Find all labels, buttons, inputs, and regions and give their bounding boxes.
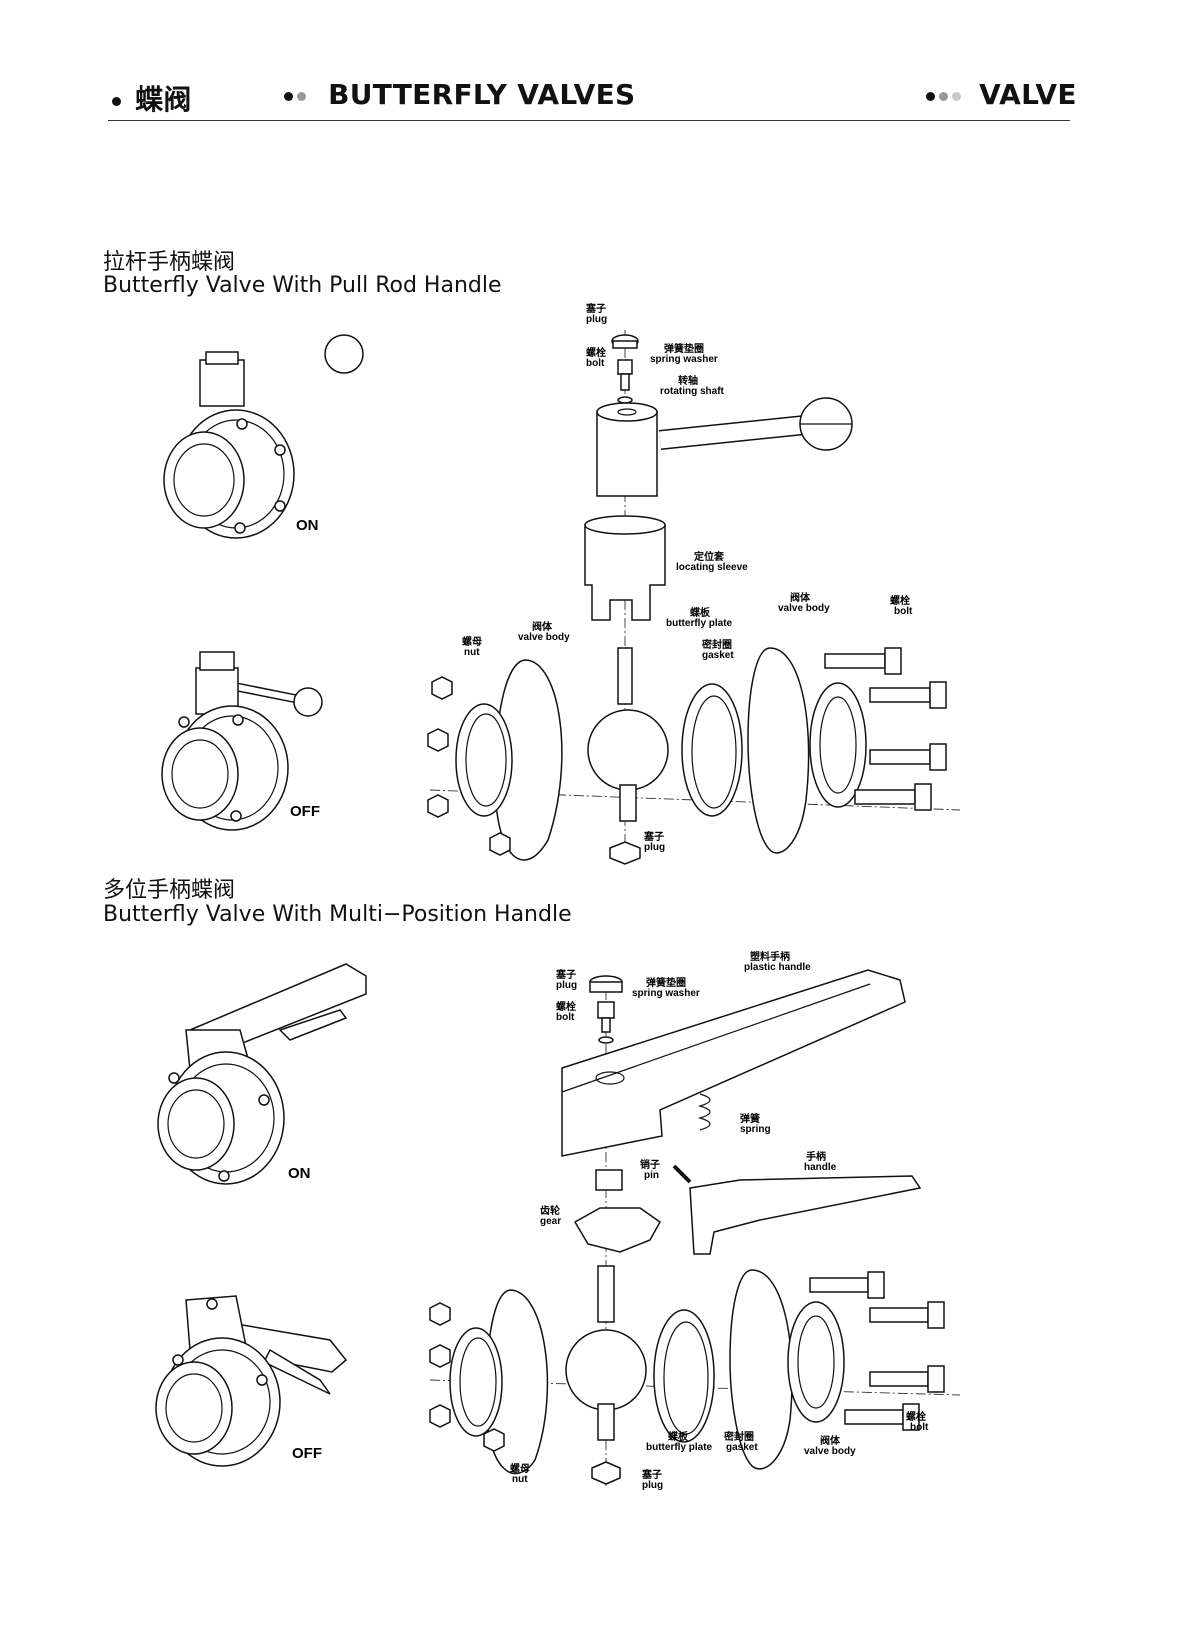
valve-pull-rod-off-drawing bbox=[161, 651, 323, 831]
callout-butterfly-plate: 蝶板 bbox=[690, 606, 711, 619]
callout-plug-bottom-en: plug bbox=[644, 842, 665, 853]
callout-bolt-right: 螺栓 bbox=[890, 594, 910, 607]
callout-locating-sleeve-en: locating sleeve bbox=[676, 562, 748, 573]
callout-rotating-shaft: 转轴 bbox=[678, 374, 698, 387]
callout-spring-washer-en: spring washer bbox=[650, 354, 718, 365]
callout-bolt-2-en: bolt bbox=[556, 1012, 575, 1023]
callout-nut: 螺母 bbox=[462, 635, 482, 648]
callout-nut-2: 螺母 bbox=[510, 1462, 530, 1475]
bullet-dot bbox=[952, 91, 961, 101]
header-en-text: BUTTERFLY VALVES bbox=[328, 78, 636, 111]
callout-plug-bottom-2: 塞子 bbox=[642, 1468, 662, 1481]
header-divider bbox=[108, 120, 1070, 121]
callout-bolt-right-2: 螺栓 bbox=[906, 1410, 926, 1423]
section1-callouts: 塞子 plug 螺栓 bolt 弹簧垫圈 spring washer 转轴 ro… bbox=[462, 302, 913, 853]
callout-plug: 塞子 bbox=[586, 302, 606, 315]
callout-spring-washer-2: 弹簧垫圈 bbox=[646, 976, 686, 989]
callout-gasket: 密封圈 bbox=[702, 638, 732, 651]
callout-nut-2-en: nut bbox=[512, 1474, 528, 1485]
bolt-group bbox=[824, 647, 947, 811]
callout-valve-body-2-en: valve body bbox=[804, 1446, 856, 1457]
callout-valve-body: 阀体 bbox=[790, 591, 811, 604]
state-on-label-2: ON bbox=[288, 1165, 311, 1182]
section1-en-title: Butterfly Valve With Pull Rod Handle bbox=[103, 273, 502, 298]
callout-gear: 齿轮 bbox=[540, 1204, 560, 1217]
state-off-label-2: OFF bbox=[292, 1445, 322, 1462]
valve-multi-position-on-drawing bbox=[157, 963, 367, 1185]
callout-butterfly-plate-2-en: butterfly plate bbox=[646, 1442, 713, 1453]
bullet-dot bbox=[112, 96, 121, 106]
valve-pull-rod-on-drawing bbox=[163, 334, 364, 539]
bullet-dot bbox=[297, 91, 306, 101]
callout-handle-en: handle bbox=[804, 1162, 837, 1173]
header-category: VALVE bbox=[926, 78, 1077, 111]
callout-valve-body-en: valve body bbox=[778, 603, 830, 614]
callout-pin: 销子 bbox=[640, 1158, 660, 1171]
callout-gasket-en: gasket bbox=[702, 650, 734, 661]
callout-bolt-2: 螺栓 bbox=[556, 1000, 576, 1013]
callout-plug-2: 塞子 bbox=[556, 968, 576, 981]
header-cn-text: 蝶阀 bbox=[135, 83, 192, 116]
callout-handle: 手柄 bbox=[806, 1150, 826, 1163]
callout-pin-en: pin bbox=[644, 1170, 659, 1181]
section2-en-title: Butterfly Valve With Multi−Position Hand… bbox=[103, 902, 572, 927]
callout-valve-body-left-en: valve body bbox=[518, 632, 570, 643]
header-cn-title: 蝶阀 bbox=[112, 78, 192, 118]
callout-plastic-handle-en: plastic handle bbox=[744, 962, 811, 973]
callout-butterfly-plate-2: 蝶板 bbox=[668, 1430, 689, 1443]
callout-plug-2-en: plug bbox=[556, 980, 577, 991]
callout-plastic-handle: 塑料手柄 bbox=[750, 950, 790, 963]
callout-gasket-2-en: gasket bbox=[726, 1442, 758, 1453]
callout-nut-en: nut bbox=[464, 647, 480, 658]
callout-locating-sleeve: 定位套 bbox=[694, 550, 725, 563]
callout-valve-body-2: 阀体 bbox=[820, 1434, 841, 1447]
state-off-label: OFF bbox=[290, 803, 320, 820]
section2-callouts: 塞子 plug 弹簧垫圈 spring washer 塑料手柄 plastic … bbox=[510, 950, 929, 1491]
callout-plug-en: plug bbox=[586, 314, 607, 325]
callout-plug-bottom: 塞子 bbox=[644, 830, 664, 843]
callout-bolt-right-en: bolt bbox=[894, 606, 913, 617]
header-en-title: BUTTERFLY VALVES bbox=[284, 78, 636, 111]
bullet-dot bbox=[939, 91, 948, 101]
section1-cn-title: 拉杆手柄蝶阀 bbox=[103, 250, 236, 275]
valve-multi-position-off-drawing bbox=[155, 1295, 348, 1467]
bullet-dot bbox=[284, 91, 293, 101]
section2-cn-title: 多位手柄蝶阀 bbox=[103, 878, 236, 903]
header-category-text: VALVE bbox=[979, 78, 1077, 111]
callout-spring-en: spring bbox=[740, 1124, 771, 1135]
callout-spring-washer-2-en: spring washer bbox=[632, 988, 700, 999]
callout-bolt-en: bolt bbox=[586, 358, 605, 369]
callout-gasket-2: 密封圈 bbox=[724, 1430, 754, 1443]
callout-butterfly-plate-en: butterfly plate bbox=[666, 618, 733, 629]
callout-rotating-shaft-en: rotating shaft bbox=[660, 386, 725, 397]
callout-gear-en: gear bbox=[540, 1216, 561, 1227]
exploded-view-multi-position bbox=[429, 969, 961, 1486]
callout-spring: 弹簧 bbox=[740, 1112, 760, 1125]
bullet-dot bbox=[926, 91, 935, 101]
exploded-view-pull-rod bbox=[427, 330, 961, 865]
callout-valve-body-left: 阀体 bbox=[532, 620, 553, 633]
callout-bolt: 螺栓 bbox=[586, 346, 606, 359]
callout-bolt-right-2-en: bolt bbox=[910, 1422, 929, 1433]
callout-spring-washer: 弹簧垫圈 bbox=[664, 342, 704, 355]
state-on-label: ON bbox=[296, 517, 319, 534]
callout-plug-bottom-2-en: plug bbox=[642, 1480, 663, 1491]
